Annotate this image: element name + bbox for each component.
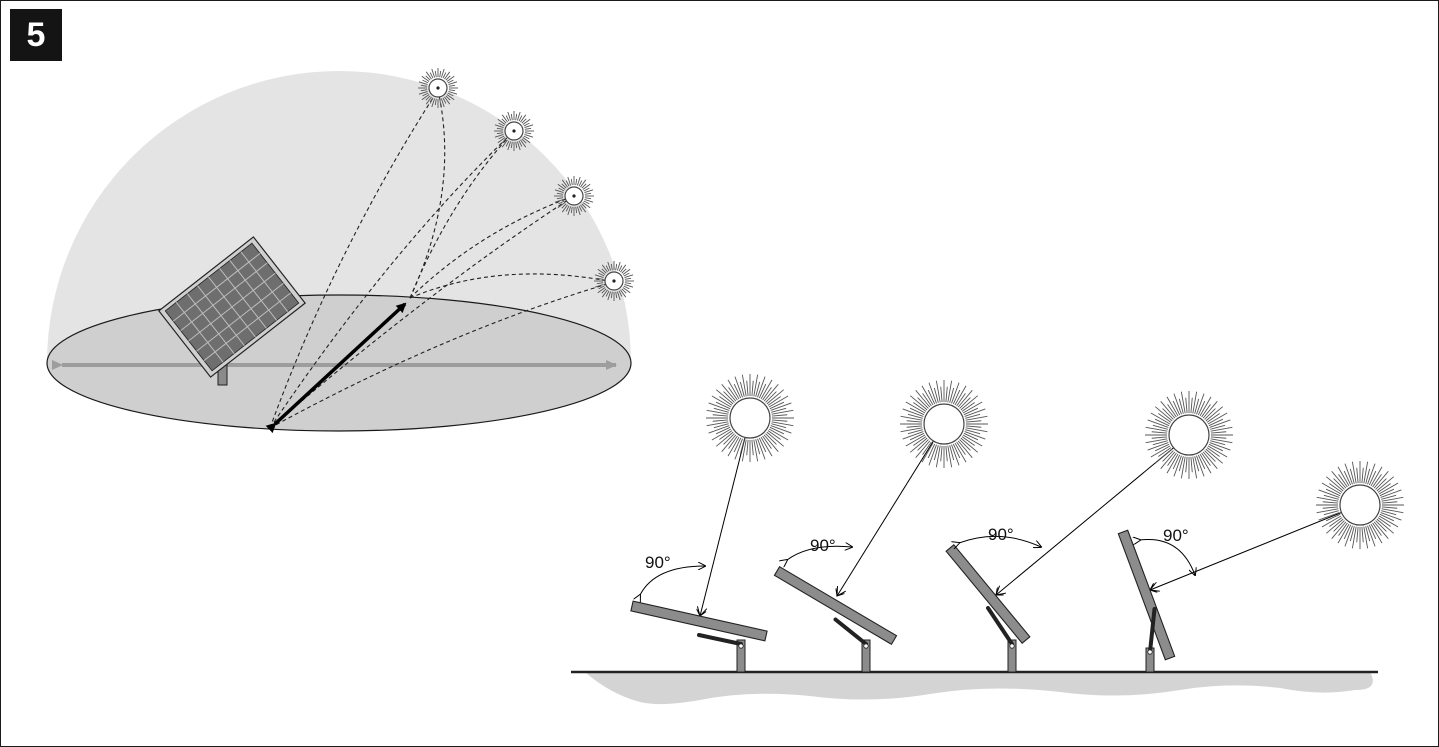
right-angle-arc [640, 566, 705, 595]
angle-label: 90° [1163, 526, 1189, 545]
tilted-panel [630, 600, 768, 642]
small-sun [418, 68, 458, 108]
ground-shading [585, 672, 1373, 705]
panel-post [736, 639, 746, 673]
panel-post [861, 639, 871, 673]
sun-ray [700, 417, 751, 616]
ground-group [571, 670, 1378, 705]
large-sun [1316, 461, 1404, 549]
sun-ray [1150, 504, 1361, 590]
sun-ray [837, 423, 945, 596]
figure-number-badge: 5 [10, 9, 62, 61]
tracker-2: 90° [773, 380, 988, 673]
large-sun [706, 374, 794, 462]
small-sun [494, 111, 534, 151]
tilted-panel [773, 565, 898, 646]
tilted-panel [1117, 529, 1176, 661]
angle-label: 90° [810, 536, 836, 555]
north-south-axis [265, 302, 407, 434]
small-sun [554, 176, 594, 216]
tracker-3: 90° [945, 391, 1233, 673]
tracker-1: 90° [630, 374, 794, 673]
dome-solar-panel [158, 236, 306, 386]
right-angle-arc [787, 546, 852, 560]
small-sun [594, 261, 634, 301]
tracker-4: 90° [1117, 461, 1404, 673]
right-angle-arc [959, 535, 1041, 547]
large-sun [1145, 391, 1233, 479]
angle-label: 90° [645, 553, 671, 572]
large-sun [900, 380, 988, 468]
sky-dome-group [46, 68, 634, 434]
tilted-panel [945, 544, 1031, 644]
tracking-panels: 90° 90° 90° 90° [630, 374, 1404, 673]
small-suns [418, 68, 634, 301]
panel-post [1007, 639, 1017, 673]
angle-label: 90° [988, 525, 1014, 544]
right-angle-arc [1140, 539, 1195, 575]
